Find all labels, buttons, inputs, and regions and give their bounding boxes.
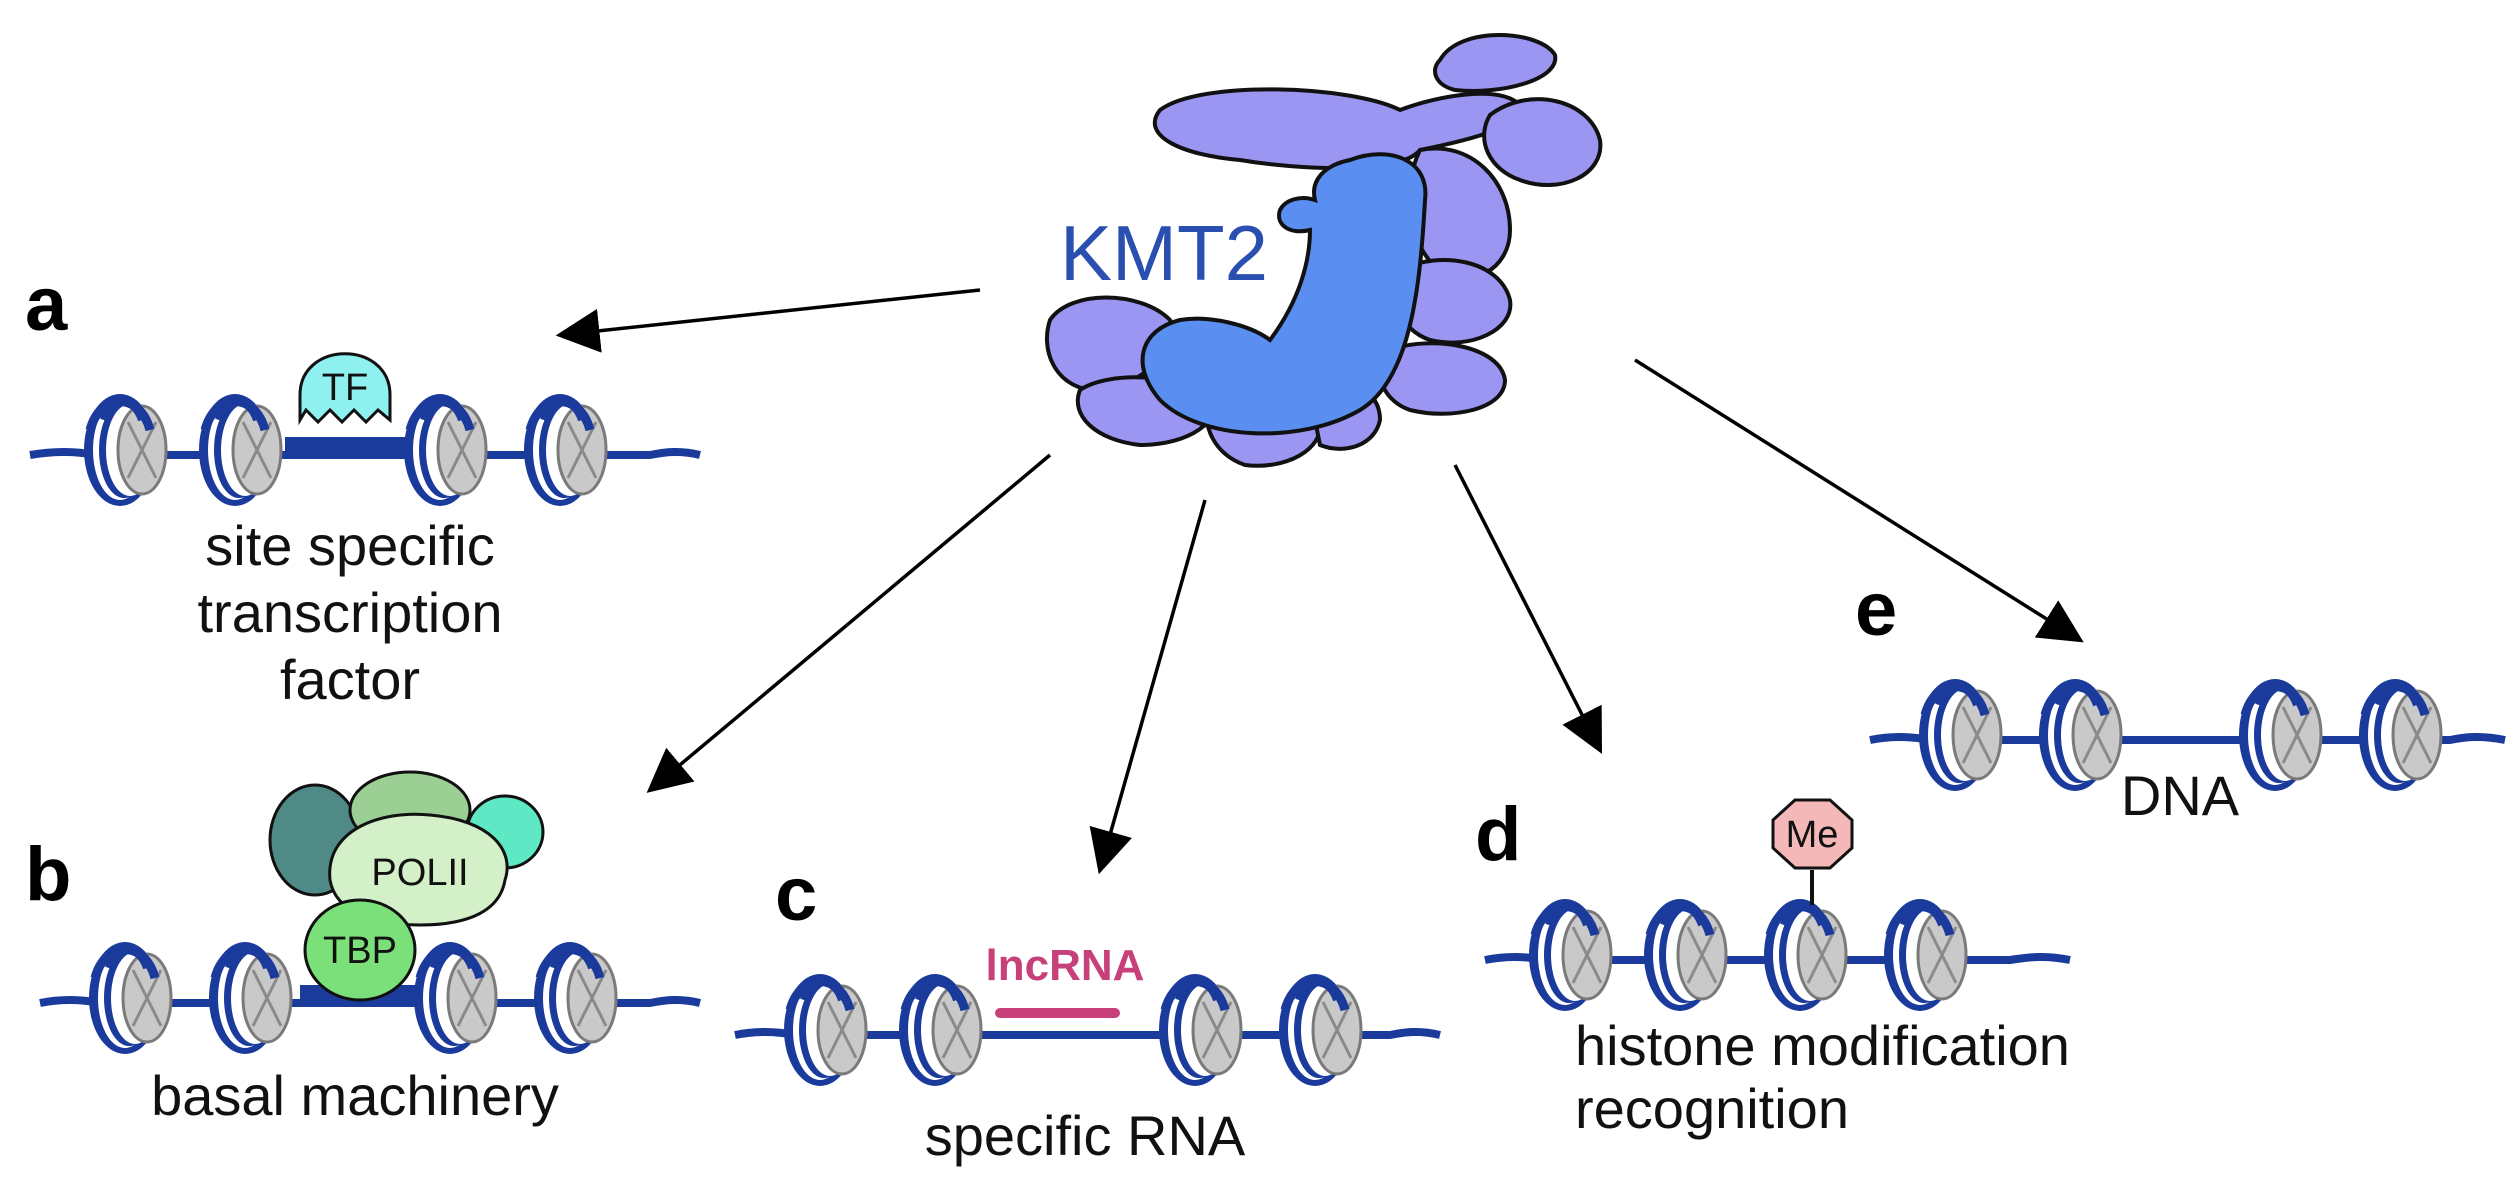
dna-strand — [734, 1028, 1441, 1039]
tbp-icon — [303, 898, 417, 1002]
tf-label: TF — [322, 367, 368, 409]
arrow-icon — [1089, 499, 1207, 875]
nucleosome-icon — [1644, 899, 1726, 1011]
caption-line: DNA — [2121, 764, 2240, 827]
nucleosome-icon — [84, 394, 166, 506]
nucleosome-icon — [899, 974, 981, 1086]
caption-line: site specific — [205, 514, 494, 577]
nucleosome-icon — [209, 942, 291, 1054]
arrow-icon — [555, 288, 981, 353]
arrow-icon — [1453, 464, 1602, 754]
recruitment-arrows — [555, 288, 2084, 875]
caption-line: factor — [280, 648, 420, 711]
panel-e: e DNA — [1855, 567, 2506, 827]
nucleosome-icon — [414, 942, 496, 1054]
arrow-icon — [1634, 358, 2084, 643]
panel-letter: d — [1475, 792, 1521, 877]
panel-letter: a — [25, 262, 68, 347]
panel-a: a TF site specific transcription factor — [25, 262, 701, 711]
nucleosome-icon — [534, 942, 616, 1054]
nucleosome-icon — [524, 394, 606, 506]
panel-c: c lncRNA specific RNA — [734, 852, 1441, 1167]
nucleosome-icon — [1279, 974, 1361, 1086]
nucleosome-icon — [1919, 679, 2001, 791]
tbp-label: TBP — [323, 930, 397, 972]
tf-icon: TF — [298, 352, 392, 426]
lncrna-label: lncRNA — [986, 941, 1145, 990]
arrow-icon — [646, 453, 1052, 793]
panel-letter: c — [775, 852, 817, 937]
methyl-mark-icon: Me — [1771, 798, 1854, 870]
panel-b: b POLII TBP basal machinery — [25, 770, 701, 1127]
nucleosome-icon — [784, 974, 866, 1086]
nucleosome-icon — [1529, 899, 1611, 1011]
nucleosome-icon — [2039, 679, 2121, 791]
polii-label: POLII — [371, 852, 468, 894]
kmt2-label: KMT2 — [1060, 209, 1268, 297]
panel-letter: e — [1855, 567, 1897, 652]
kmt2-complex: KMT2 — [1044, 33, 1603, 468]
nucleosome-icon — [2239, 679, 2321, 791]
dna-strand — [1869, 733, 2506, 744]
nucleosome-icon — [89, 942, 171, 1054]
caption-line: basal machinery — [151, 1064, 559, 1127]
nucleosome-icon — [1884, 899, 1966, 1011]
caption-line: recognition — [1575, 1077, 1849, 1140]
polii-complex: POLII TBP — [268, 770, 545, 1002]
panel-letter: b — [25, 832, 71, 917]
methyl-label: Me — [1786, 814, 1839, 856]
caption-line: histone modification — [1575, 1014, 2070, 1077]
nucleosome-icon — [2359, 679, 2441, 791]
caption-line: specific RNA — [925, 1104, 1246, 1167]
caption-line: transcription — [197, 581, 502, 644]
nucleosome-icon — [1764, 899, 1846, 1011]
nucleosome-icon — [404, 394, 486, 506]
kmt2-core-subunit — [1140, 152, 1428, 436]
panel-d: d Me histone modification recognition — [1475, 792, 2071, 1140]
nucleosome-icon — [1159, 974, 1241, 1086]
binding-site — [285, 437, 405, 455]
nucleosome-icon — [199, 394, 281, 506]
